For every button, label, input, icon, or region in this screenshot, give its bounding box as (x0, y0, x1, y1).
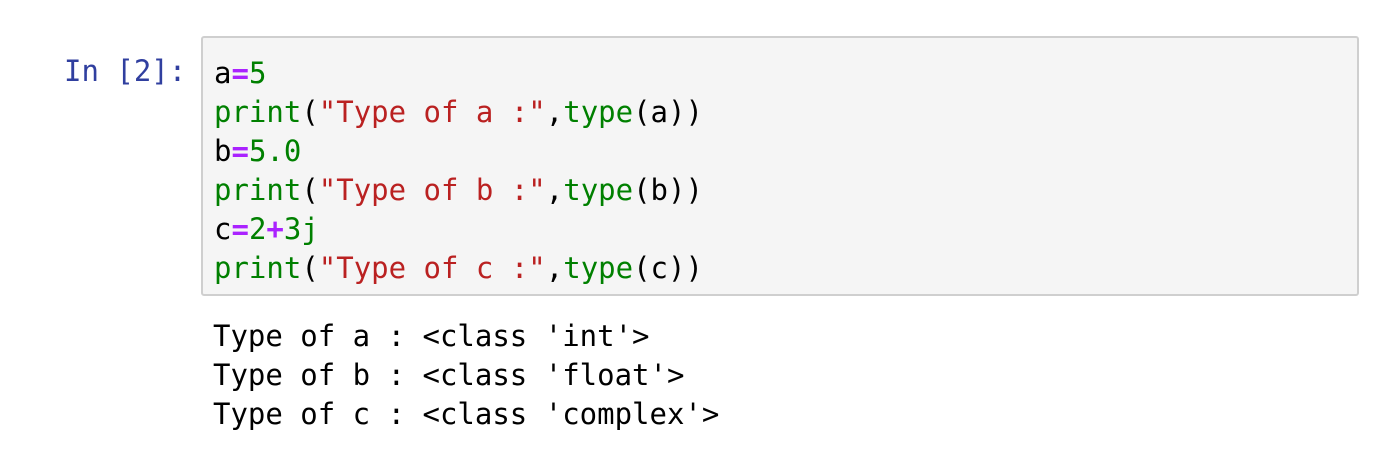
code-line: print("Type of b :",type(b)) (214, 171, 703, 210)
code-token-punctuation: ( (301, 173, 319, 207)
output-line: Type of b : <class 'float'> (213, 358, 685, 392)
code-token-builtin-name: print (214, 95, 302, 129)
code-token-builtin-name: type (563, 173, 634, 207)
code-line: print("Type of a :",type(a)) (214, 93, 703, 132)
output-line: Type of a : <class 'int'> (213, 319, 650, 353)
code-token-builtin-name: type (563, 95, 634, 129)
code-token-builtin-name: type (563, 251, 634, 285)
code-token-punctuation: (b)) (633, 173, 703, 207)
code-line: c=2+3j (214, 210, 703, 249)
cell-output: Type of a : <class 'int'> Type of b : <cl… (213, 317, 719, 434)
code-token-punctuation: (a)) (633, 95, 703, 129)
code-token-operator: = (231, 56, 249, 90)
code-token-identifier: a (214, 56, 232, 90)
code-token-builtin-name: print (214, 173, 302, 207)
code-token-operator: = (231, 212, 249, 246)
code-token-punctuation: , (545, 173, 564, 207)
code-token-string-literal: "Type of b :" (318, 173, 546, 207)
code-token-number-literal: 3j (283, 212, 319, 246)
code-token-punctuation: (c)) (633, 251, 703, 285)
code-line: print("Type of c :",type(c)) (214, 249, 703, 288)
code-token-identifier: b (214, 134, 232, 168)
code-token-string-literal: "Type of a :" (318, 95, 546, 129)
code-line: a=5 (214, 54, 703, 93)
code-token-punctuation: , (545, 95, 564, 129)
code-token-punctuation: , (545, 251, 564, 285)
code-token-punctuation: ( (301, 95, 319, 129)
code-token-operator: = (231, 134, 249, 168)
input-prompt: In [2]: (64, 54, 187, 88)
code-token-number-literal: 5.0 (248, 134, 302, 168)
code-token-identifier: c (214, 212, 232, 246)
code-token-builtin-name: print (214, 251, 302, 285)
code-token-punctuation: ( (301, 251, 319, 285)
code-token-number-literal: 2 (248, 212, 267, 246)
code-token-operator: + (266, 212, 284, 246)
code-token-string-literal: "Type of c :" (318, 251, 546, 285)
code-token-number-literal: 5 (248, 56, 267, 90)
output-line: Type of c : <class 'complex'> (213, 397, 720, 431)
code-line: b=5.0 (214, 132, 703, 171)
